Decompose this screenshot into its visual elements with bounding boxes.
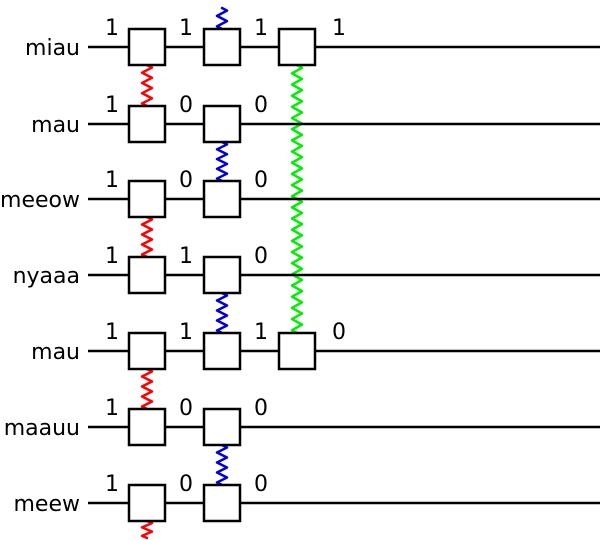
gate-box-row-1-col-0 (127, 104, 167, 144)
wire-value: 0 (254, 93, 268, 118)
gate-box-row-1-col-1 (202, 104, 242, 144)
row-label: maauu (4, 416, 80, 441)
wire-value: 1 (332, 16, 346, 41)
wire-value: 1 (105, 472, 119, 497)
red-spring-gate-0 (140, 63, 154, 108)
wire-value: 1 (179, 16, 193, 41)
gate-box-row-5-col-0 (127, 407, 167, 447)
wire-value: 0 (254, 168, 268, 193)
wire-value: 1 (105, 93, 119, 118)
row-label: meeow (0, 188, 80, 213)
gate-box-row-2-col-1 (202, 179, 242, 219)
text-layer: miau 1 1 1 1 mau 1 0 0 meeow 1 0 0 nyaaa 1 1 0 mau 1 1 1 0 maa… (0, 16, 346, 517)
wire-value: 1 (105, 244, 119, 269)
blue-spring-gate-7 (215, 443, 229, 487)
row-label: mau (31, 113, 80, 138)
gate-box-row-0-col-2 (277, 27, 317, 67)
wire-value: 1 (179, 320, 193, 345)
wire-value: 1 (105, 396, 119, 421)
blue-spring-gate-5 (215, 140, 229, 183)
wire-value: 0 (179, 93, 193, 118)
wire-value: 0 (179, 396, 193, 421)
row-label: meew (14, 492, 81, 517)
row-label: nyaaa (13, 264, 80, 289)
gate-box-row-6-col-0 (127, 483, 167, 523)
wire-value: 1 (105, 320, 119, 345)
box-layer (127, 27, 317, 523)
wire-value: 1 (179, 244, 193, 269)
gate-box-row-4-col-2 (277, 331, 317, 371)
gate-box-row-4-col-1 (202, 331, 242, 371)
wire-value: 0 (254, 244, 268, 269)
wire-value: 1 (254, 320, 268, 345)
gate-box-row-0-col-1 (202, 27, 242, 67)
wire-layer (88, 45, 600, 505)
gate-box-row-0-col-0 (127, 27, 167, 67)
wire-value: 1 (254, 16, 268, 41)
red-spring-gate-3 (140, 519, 154, 540)
wire-value: 1 (105, 16, 119, 41)
wire-value: 0 (332, 320, 346, 345)
gate-box-row-6-col-1 (202, 483, 242, 523)
row-label: mau (31, 340, 80, 365)
blue-spring-gate-4 (215, 6, 229, 31)
gate-box-row-2-col-0 (127, 179, 167, 219)
wire-value: 1 (105, 168, 119, 193)
gate-box-row-3-col-1 (202, 255, 242, 295)
red-spring-gate-1 (140, 215, 154, 259)
wire-value: 0 (254, 472, 268, 497)
wire-value: 0 (179, 472, 193, 497)
row-label: miau (25, 36, 80, 61)
wire-value: 0 (179, 168, 193, 193)
gate-box-row-5-col-1 (202, 407, 242, 447)
gate-box-row-4-col-0 (127, 331, 167, 371)
blue-spring-gate-6 (215, 291, 229, 335)
wire-value: 0 (254, 396, 268, 421)
gate-box-row-3-col-0 (127, 255, 167, 295)
red-spring-gate-2 (140, 367, 154, 411)
